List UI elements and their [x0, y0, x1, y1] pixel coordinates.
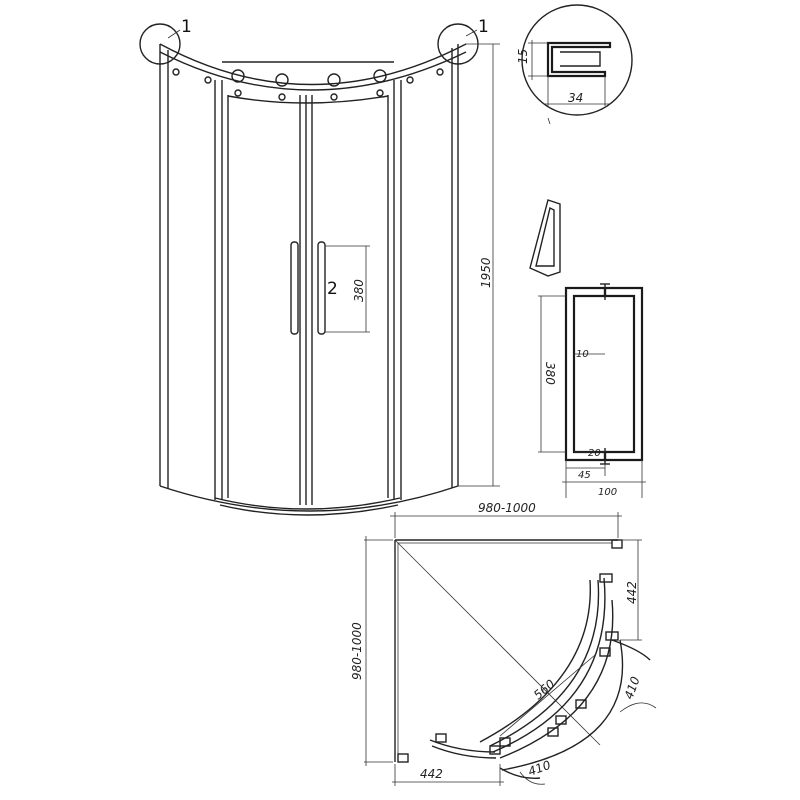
- callout-circle-left: [139, 23, 181, 65]
- dim-plan-arc-bottom-label: 410: [526, 758, 553, 779]
- dim-plan-bottom-left-label: 442: [420, 767, 443, 781]
- callout-label-handle: 2: [327, 279, 338, 299]
- tray-arc: [501, 639, 624, 771]
- dim-handle-depth-label: 45: [578, 470, 591, 481]
- plan-view: [364, 512, 657, 786]
- profile-detail: [521, 4, 633, 125]
- dim-plan-top-right-label: 442: [625, 581, 639, 604]
- dim-handle-length-label: 380: [352, 279, 366, 302]
- dim-profile-width-label: 34: [568, 91, 583, 105]
- dim-handle-offset-label: 10: [576, 349, 589, 360]
- dim-handle-gap-label: 20: [588, 448, 601, 459]
- callout-label-left: 1: [181, 17, 192, 37]
- top-rail: [159, 43, 467, 86]
- handle-detail: [529, 199, 646, 498]
- profile-detail-circle: [521, 4, 633, 116]
- bottom-tray: [159, 485, 459, 512]
- dim-height-label: 1950: [479, 257, 493, 288]
- callout-label-right: 1: [478, 17, 489, 37]
- dim-handle-total-label: 100: [598, 487, 617, 498]
- dim-plan-arc-right-label: 410: [622, 674, 643, 701]
- dim-plan-width-label: 980-1000: [478, 501, 536, 515]
- dim-handle-side-length-label: 380: [543, 362, 557, 385]
- front-elevation: [139, 23, 500, 516]
- right-door-handle: [317, 241, 326, 335]
- left-door-handle: [290, 241, 299, 335]
- dim-plan-depth-label: 980-1000: [350, 622, 364, 680]
- dim-profile-height-label: 15: [516, 49, 530, 64]
